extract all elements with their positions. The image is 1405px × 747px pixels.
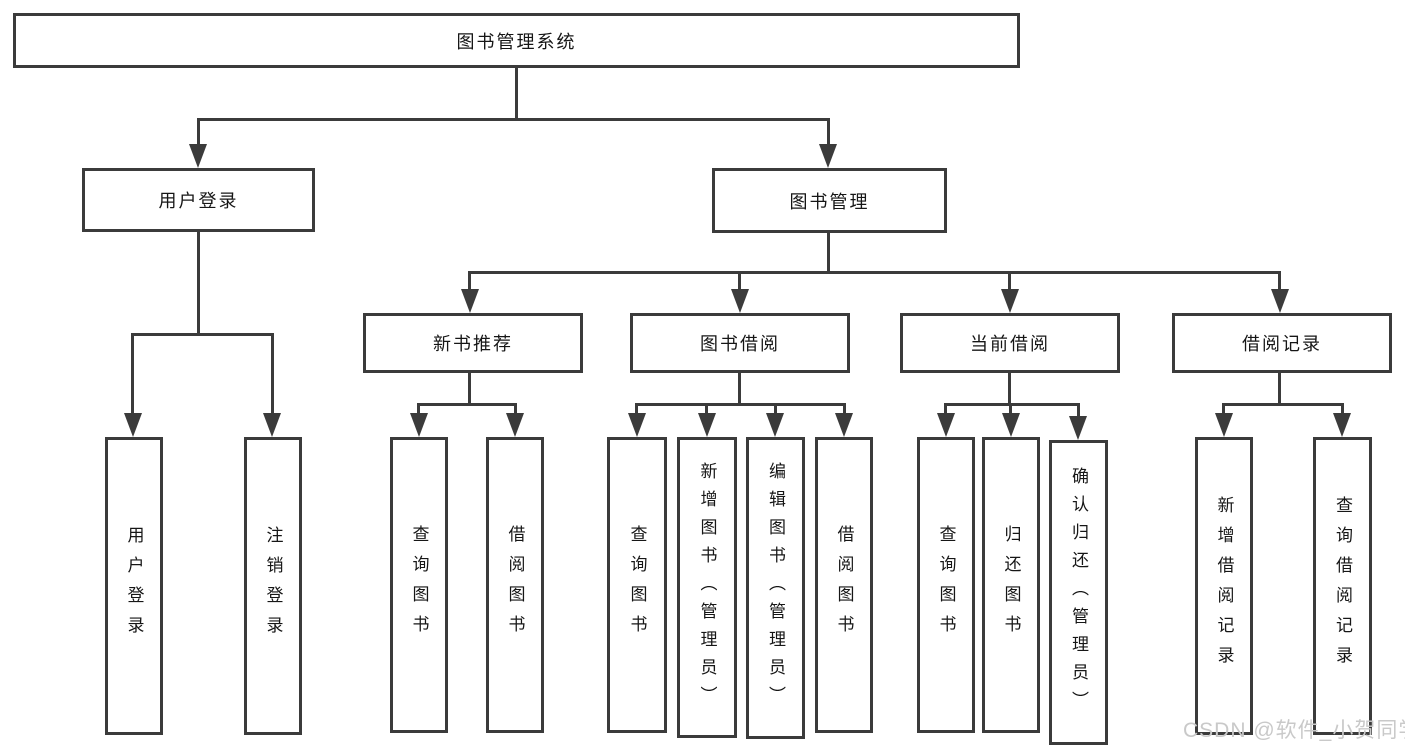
node-label: 借阅图书 — [834, 525, 854, 645]
node-user-login: 用户登录 — [82, 168, 315, 232]
node-label: 借阅记录 — [1242, 334, 1322, 354]
connector-arrow-cb-return-line — [1009, 403, 1012, 417]
connector-root-stem — [515, 68, 518, 121]
arrowhead-cb-query — [937, 413, 955, 437]
node-label: 查询借阅记录 — [1333, 496, 1352, 676]
node-label: 借阅图书 — [505, 525, 525, 645]
node-label: 查询图书 — [936, 525, 956, 645]
connector-arrow-current-line — [1008, 271, 1011, 293]
leaf-edit-books-admin: 编辑图书（管理员） — [746, 437, 805, 739]
connector-arrow-leaf-logout-line — [271, 333, 274, 415]
connector-arrow-borrowing-line — [738, 271, 741, 293]
leaf-return-books: 归还图书 — [982, 437, 1040, 733]
node-label: 图书管理系统 — [456, 31, 577, 52]
leaf-logout: 注销登录 — [244, 437, 302, 735]
connector-arrow-records-line — [1278, 271, 1281, 293]
leaf-add-borrow-record: 新增借阅记录 — [1195, 437, 1253, 735]
arrowhead-br-add — [1215, 413, 1233, 437]
node-root-library-system: 图书管理系统 — [13, 13, 1020, 68]
connector-recommend-distributor — [417, 403, 517, 406]
connector-arrow-br-query-line — [1341, 403, 1344, 417]
csdn-watermark: CSDN @软件_小贺同学 — [1183, 719, 1405, 742]
arrowhead-borrowing — [731, 289, 749, 313]
leaf-confirm-return-admin: 确认归还（管理员） — [1049, 440, 1108, 745]
arrowhead-bb-query — [628, 413, 646, 437]
arrowhead-rec-query — [410, 413, 428, 437]
connector-user-login-stem — [197, 232, 200, 336]
arrowhead-leaf-login — [124, 413, 142, 437]
node-label: 用户登录 — [124, 526, 144, 646]
connector-arrow-cb-query-line — [944, 403, 947, 417]
node-label: 查询图书 — [409, 525, 429, 645]
connector-arrow-rec-query-line — [417, 403, 420, 417]
node-label: 编辑图书（管理员） — [766, 462, 785, 714]
arrowhead-cb-return — [1002, 413, 1020, 437]
connector-user-leaves-distributor — [131, 333, 274, 336]
connector-arrow-cb-confirm-line — [1077, 403, 1080, 419]
arrowhead-recommend — [461, 289, 479, 313]
connector-arrow-bb-add-line — [705, 403, 708, 417]
connector-recommend-stem — [468, 373, 471, 406]
leaf-query-borrow-record: 查询借阅记录 — [1313, 437, 1372, 735]
connector-borrowing-distributor — [635, 403, 846, 406]
node-book-borrowing: 图书借阅 — [630, 313, 850, 373]
connector-arrow-bb-borrow-line — [843, 403, 846, 417]
leaf-user-login: 用户登录 — [105, 437, 163, 735]
connector-current-stem — [1008, 373, 1011, 406]
connector-level2-distributor — [197, 118, 830, 121]
node-current-borrowing: 当前借阅 — [900, 313, 1120, 373]
node-label: 新书推荐 — [433, 334, 513, 354]
connector-records-stem — [1278, 373, 1281, 406]
node-label: 当前借阅 — [970, 334, 1050, 354]
connector-arrow-bb-edit-line — [774, 403, 777, 417]
arrowhead-bb-edit — [766, 413, 784, 437]
connector-current-distributor — [944, 403, 1080, 406]
arrowhead-current — [1001, 289, 1019, 313]
connector-arrow-book-mgmt-line — [827, 118, 830, 148]
leaf-query-books-borrowing: 查询图书 — [607, 437, 667, 733]
node-label: 新增图书（管理员） — [697, 461, 717, 714]
connector-arrow-user-login-line — [197, 118, 200, 148]
connector-records-distributor — [1222, 403, 1344, 406]
connector-arrow-bb-query-line — [635, 403, 638, 417]
arrowhead-records — [1271, 289, 1289, 313]
leaf-borrow-books-borrowing: 借阅图书 — [815, 437, 873, 733]
connector-level3-distributor — [468, 271, 1281, 274]
arrowhead-book-mgmt — [819, 144, 837, 168]
arrowhead-bb-borrow — [835, 413, 853, 437]
node-label: 用户登录 — [158, 191, 239, 211]
leaf-query-books-current: 查询图书 — [917, 437, 975, 733]
arrowhead-leaf-logout — [263, 413, 281, 437]
leaf-query-books-recommend: 查询图书 — [390, 437, 448, 733]
node-label: 查询图书 — [627, 525, 647, 645]
leaf-borrow-books-recommend: 借阅图书 — [486, 437, 544, 733]
node-label: 确认归还（管理员） — [1069, 466, 1088, 719]
node-new-book-recommend: 新书推荐 — [363, 313, 583, 373]
arrowhead-user-login — [189, 144, 207, 168]
leaf-add-books-admin: 新增图书（管理员） — [677, 437, 737, 738]
arrowhead-br-query — [1333, 413, 1351, 437]
node-label: 图书借阅 — [700, 334, 780, 354]
connector-arrow-leaf-login-line — [131, 333, 134, 415]
connector-arrow-recommend-line — [468, 271, 471, 293]
node-label: 新增借阅记录 — [1214, 496, 1234, 676]
arrowhead-rec-borrow — [506, 413, 524, 437]
connector-borrowing-stem — [738, 373, 741, 406]
connector-arrow-br-add-line — [1222, 403, 1225, 417]
connector-book-mgmt-stem — [827, 233, 830, 274]
node-borrowing-records: 借阅记录 — [1172, 313, 1392, 373]
arrowhead-bb-add — [698, 413, 716, 437]
node-label: 图书管理 — [789, 191, 870, 212]
node-book-management: 图书管理 — [712, 168, 947, 233]
node-label: 归还图书 — [1001, 525, 1021, 645]
node-label: 注销登录 — [263, 526, 283, 646]
connector-arrow-rec-borrow-line — [514, 403, 517, 417]
arrowhead-cb-confirm — [1069, 416, 1087, 440]
